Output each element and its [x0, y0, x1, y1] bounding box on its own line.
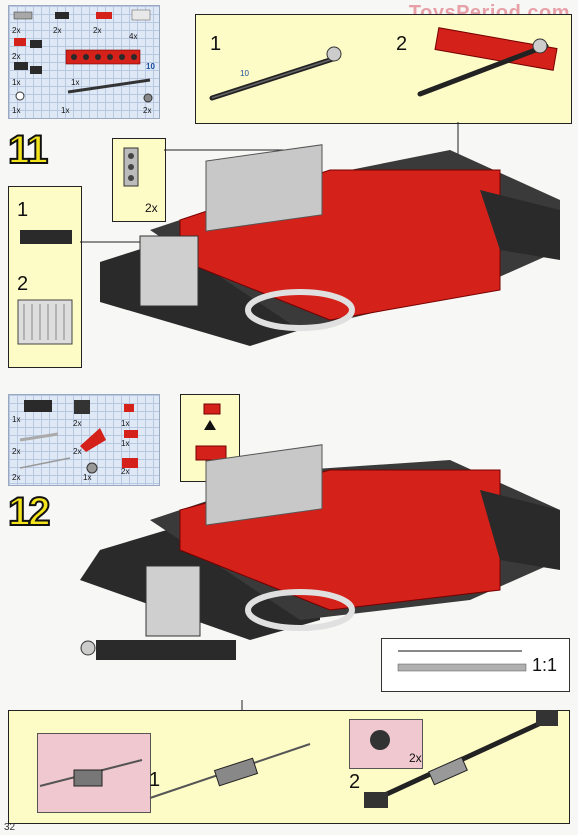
part-qty: 2x: [73, 419, 82, 428]
chassis-model-step11: [100, 144, 560, 346]
step11-plate-callout: 2x: [112, 138, 166, 222]
plate-qty: 2x: [145, 201, 158, 215]
inset-qty: 2x: [409, 751, 422, 765]
part-qty: 1x: [12, 106, 21, 115]
chassis-model-step12: [80, 444, 560, 660]
part-qty: 1x: [83, 473, 92, 482]
sub-step-number: 1: [149, 769, 161, 791]
step-number-12: 12: [7, 489, 51, 535]
part-qty: 2x: [12, 52, 21, 61]
svg-text:10: 10: [240, 69, 249, 78]
part-qty: 2x: [73, 447, 82, 456]
parts-icons-step11: [13, 9, 153, 103]
part-qty: 2x: [121, 467, 130, 476]
step11-axle-callout: 1 2: [195, 14, 572, 124]
scale-ratio-label: 1:1: [532, 655, 558, 675]
part-qty: 1x: [12, 415, 21, 424]
axle-assembly-drawing: 10: [209, 27, 558, 101]
sub-step-number: 2: [17, 273, 29, 295]
part-qty: 4x: [129, 32, 138, 41]
part-qty: 2x: [143, 106, 152, 115]
part-qty: 1x: [121, 419, 130, 428]
parts-icons-step12: [19, 400, 138, 474]
sub-step-number: 2: [396, 33, 408, 55]
sub-step-number: 2: [349, 771, 361, 793]
part-qty: 1x: [71, 78, 80, 87]
part-qty: 2x: [12, 447, 21, 456]
callout-number: 10: [146, 62, 155, 71]
sub-step-number: 1: [210, 33, 222, 55]
part-qty: 2x: [12, 473, 21, 482]
part-qty: 2x: [53, 26, 62, 35]
axle-joint-drawing: [39, 710, 558, 808]
part-qty: 1x: [61, 106, 70, 115]
page-number: 32: [4, 822, 16, 833]
part-qty: 2x: [12, 26, 21, 35]
part-qty: 1x: [121, 439, 130, 448]
sub-step-number: 1: [17, 199, 29, 221]
part-qty: 1x: [12, 78, 21, 87]
step-number-11: 11: [7, 127, 49, 173]
part-qty: 2x: [93, 26, 102, 35]
